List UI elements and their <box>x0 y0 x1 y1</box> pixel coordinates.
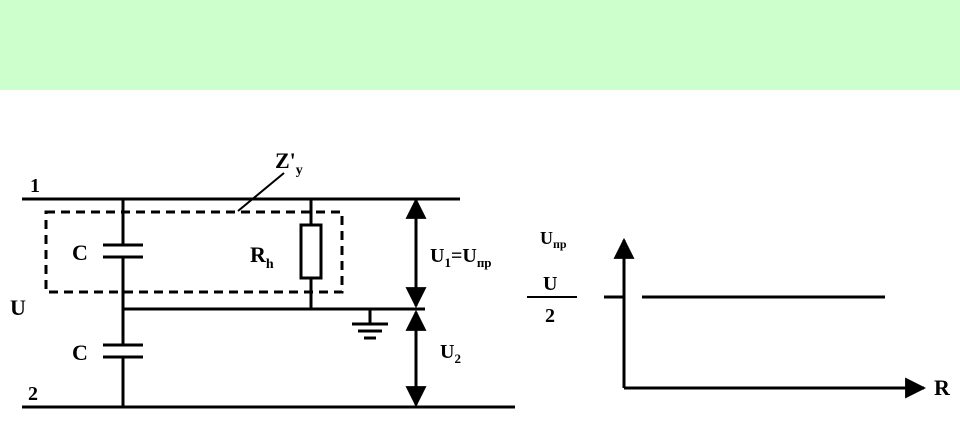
capacitor-lower <box>103 343 143 359</box>
source-voltage-label: U <box>10 295 26 320</box>
impedance-pointer <box>237 172 285 212</box>
graph: Uпр U 2 R <box>527 228 951 400</box>
voltage-upper-label: U1=Uпр <box>430 245 492 270</box>
resistor-label: Rh <box>250 242 274 272</box>
capacitor-upper-label: C <box>72 240 88 265</box>
terminal-1-label: 1 <box>30 175 40 197</box>
header-banner <box>0 0 960 90</box>
capacitor-upper <box>103 243 143 259</box>
voltage-lower-label: U2 <box>440 341 461 366</box>
impedance-label: Z'y <box>275 148 303 178</box>
resistor <box>299 223 323 280</box>
ground-icon <box>352 309 388 340</box>
fraction-numerator: U <box>543 273 557 295</box>
capacitor-lower-label: C <box>72 340 88 365</box>
graph-x-axis-label: R <box>934 375 951 400</box>
terminal-2-label: 2 <box>28 383 38 405</box>
graph-y-axis-label: Uпр <box>540 228 567 251</box>
impedance-dashed-box <box>44 210 344 294</box>
circuit-schematic <box>22 197 515 409</box>
fraction-denominator: 2 <box>545 305 555 327</box>
